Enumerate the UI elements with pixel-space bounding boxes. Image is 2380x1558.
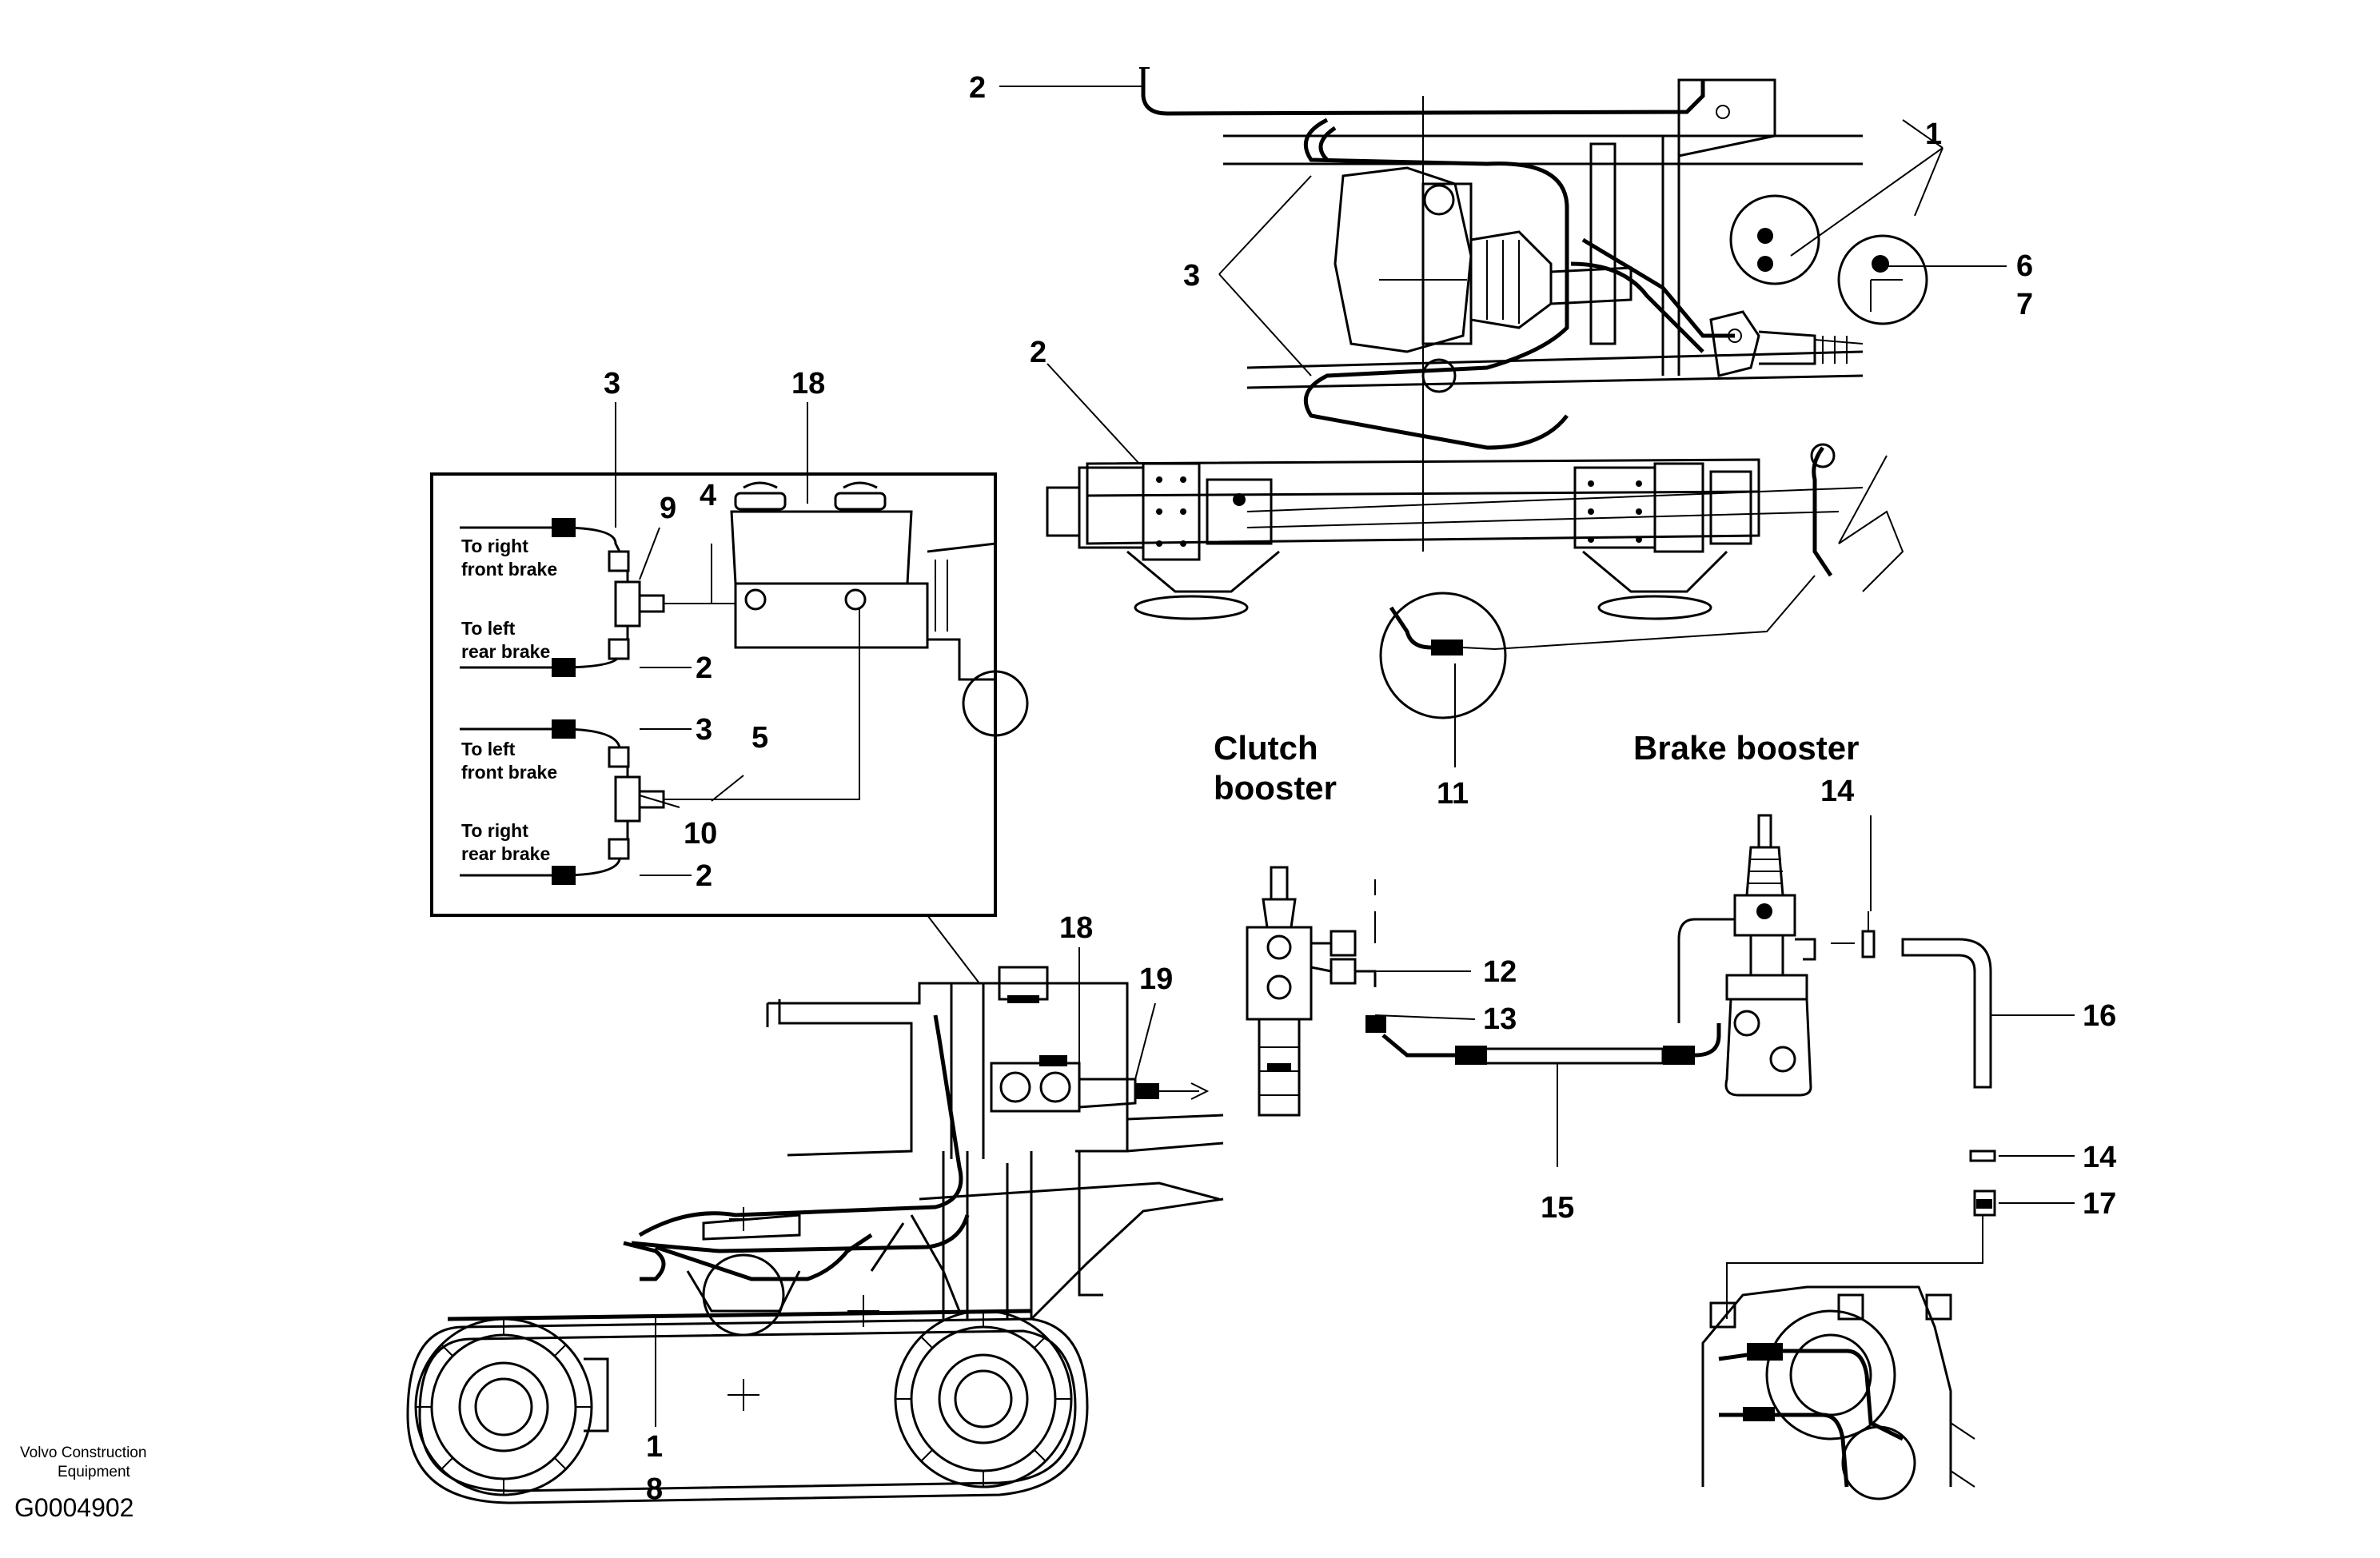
inset-notes: To right front brake To left rear brake … [461,536,557,864]
callout-3-inset-b: 3 [696,713,712,747]
brake-booster-assembly [1677,814,1996,1217]
callout-5: 5 [751,721,768,755]
callout-14-bottom: 14 [2083,1141,2116,1174]
callout-6: 6 [2016,249,2033,283]
callout-1-top: 1 [1925,118,1942,151]
booster-mount-detail [1701,1215,1983,1500]
section-titles: Clutch booster Brake booster [1214,729,1859,807]
callout-7: 7 [2016,288,2033,321]
callout-12: 12 [1483,955,1517,989]
callout-14-top: 14 [1820,775,1854,808]
note-left-front-1: To left [461,739,516,759]
brand-line1: Volvo Construction [20,1444,146,1461]
callout-labels: 2 1 6 7 3 2 3 18 9 4 2 3 5 10 2 11 14 12… [604,71,2116,1506]
master-cylinder-inset [430,472,1029,917]
callout-2-mid: 2 [1030,336,1046,369]
clutch-booster-title-line2: booster [1214,769,1337,807]
callout-13: 13 [1483,1002,1517,1036]
note-right-front-2: front brake [461,559,557,580]
brake-booster-title: Brake booster [1633,729,1859,767]
figure-id: G0004902 [14,1493,134,1522]
callout-15: 15 [1541,1191,1574,1225]
callout-18-machine: 18 [1059,911,1093,945]
footer: Volvo Construction Equipment G0004902 [14,1444,146,1522]
callout-4: 4 [700,479,716,512]
tracked-machine [406,966,1224,1504]
callout-2-inset-b: 2 [696,859,712,893]
leader-lines [615,86,2075,1427]
note-left-front-2: front brake [461,762,557,783]
callout-1-machine: 1 [646,1430,663,1464]
clutch-booster-assembly [1246,866,1721,1167]
note-left-rear-1: To left [461,618,516,639]
callout-2-inset-a: 2 [696,651,712,685]
callout-16: 16 [2083,999,2116,1033]
brand-line2: Equipment [58,1464,131,1480]
clutch-booster-title-line1: Clutch [1214,729,1318,767]
note-right-rear-2: rear brake [461,843,550,864]
callout-3-top: 3 [1183,259,1200,293]
callout-11: 11 [1437,777,1469,811]
callout-3-inset: 3 [604,367,620,400]
callout-8: 8 [646,1472,663,1506]
axle-frame-assembly [1046,67,1928,719]
right-track-wheel [894,1309,1073,1488]
note-right-front-1: To right [461,536,528,556]
callout-17: 17 [2083,1187,2116,1221]
callout-18-inset: 18 [791,367,825,400]
callout-10: 10 [684,817,717,851]
callout-19: 19 [1139,962,1173,996]
callout-9: 9 [660,492,676,525]
note-right-rear-1: To right [461,820,528,841]
callout-2-top: 2 [969,71,986,105]
left-track-wheel [414,1317,593,1496]
note-left-rear-2: rear brake [461,641,550,662]
